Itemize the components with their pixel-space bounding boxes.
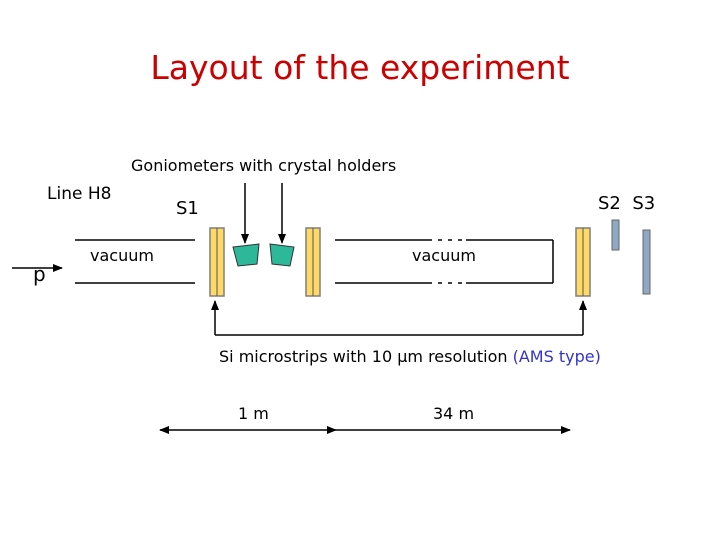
si-unit: μm resolution	[397, 347, 513, 366]
si-microstrips-label: Si microstrips with 10 μm resolution (AM…	[219, 347, 601, 366]
si-prefix: Si microstrips with 10	[219, 347, 398, 366]
goniometers-label: Goniometers with crystal holders	[131, 156, 397, 175]
distance-34m-label: 34 m	[433, 404, 475, 423]
vacuum-left-label: vacuum	[90, 246, 154, 265]
scintillator-s2	[611, 219, 620, 251]
distance-1m-label: 1 m	[238, 404, 269, 423]
s2-s3-label: S2 S3	[598, 193, 656, 214]
page-title: Layout of the experiment	[150, 48, 570, 87]
ams-type-text: (AMS type)	[512, 347, 601, 366]
line-label: Line H8	[47, 184, 112, 204]
s1-label: S1	[176, 198, 199, 219]
vacuum-right-label: vacuum	[412, 246, 476, 265]
scintillator-s3	[642, 229, 651, 295]
crystal-1	[232, 243, 260, 267]
crystal-2	[269, 243, 295, 267]
